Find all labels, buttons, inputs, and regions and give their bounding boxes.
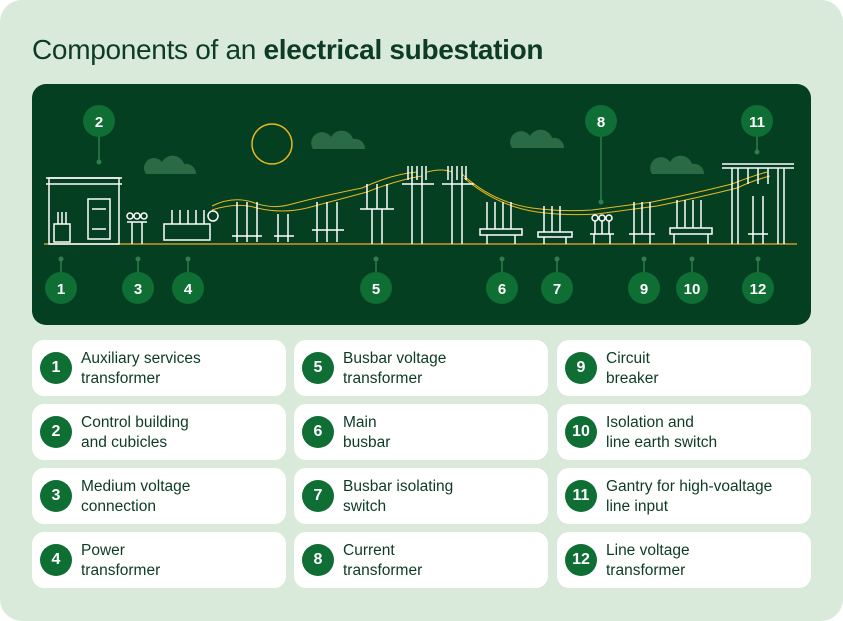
top-marker-11: 11 [741, 105, 773, 137]
legend-number-badge: 12 [565, 544, 597, 576]
busbar-voltage-transformer-icon [360, 184, 394, 244]
legend-number-badge: 10 [565, 416, 597, 448]
clouds [144, 129, 705, 174]
legend-number-badge: 3 [40, 480, 72, 512]
svg-text:10: 10 [684, 281, 701, 298]
legend-number-badge: 6 [302, 416, 334, 448]
svg-text:3: 3 [134, 281, 142, 298]
substation-diagram: 2 8 11 1 3 4 [32, 84, 811, 325]
svg-text:5: 5 [372, 281, 380, 298]
bottom-marker-3: 3 [122, 272, 154, 304]
cloud-middle [311, 130, 366, 149]
bottom-marker-1: 1 [45, 272, 77, 304]
svg-text:9: 9 [640, 281, 648, 298]
legend-number-badge: 2 [40, 416, 72, 448]
isolation-switch-icon [669, 200, 713, 244]
title-bold: electrical subestation [263, 34, 544, 65]
control-building-icon [46, 177, 122, 245]
bottom-marker-9: 9 [628, 272, 660, 304]
switchgear-left-icon [232, 202, 344, 242]
svg-text:12: 12 [750, 281, 767, 298]
cloud-far-right [650, 155, 705, 174]
cloud-left [144, 155, 197, 174]
wires [211, 169, 771, 216]
bottom-marker-4: 4 [172, 272, 204, 304]
bottom-marker-7: 7 [541, 272, 573, 304]
top-marker-2: 2 [83, 105, 115, 137]
svg-text:2: 2 [95, 114, 103, 131]
bottom-marker-10: 10 [676, 272, 708, 304]
svg-text:4: 4 [184, 281, 193, 298]
top-marker-8: 8 [585, 105, 617, 137]
legend-number-badge: 5 [302, 352, 334, 384]
current-transformer-icon [590, 214, 614, 244]
main-busbar-icon [479, 202, 523, 244]
svg-text:6: 6 [498, 281, 506, 298]
line-voltage-transformer-icon [748, 196, 768, 244]
bottom-marker-6: 6 [486, 272, 518, 304]
power-transformer-icon [163, 210, 219, 241]
svg-text:7: 7 [553, 281, 561, 298]
legend-number-badge: 11 [565, 480, 597, 512]
busbar-gantry-icon [402, 166, 474, 244]
legend-number-badge: 8 [302, 544, 334, 576]
bottom-marker-5: 5 [360, 272, 392, 304]
legend-number-badge: 4 [40, 544, 72, 576]
legend-number-badge: 9 [565, 352, 597, 384]
sun-icon [251, 123, 293, 165]
svg-text:1: 1 [57, 281, 65, 298]
page-title: Components of an electrical subestation [32, 34, 544, 66]
medium-voltage-icon [126, 212, 148, 244]
busbar-isolating-switch-icon [537, 206, 573, 244]
svg-text:8: 8 [597, 114, 605, 131]
marker-dots [58, 149, 761, 262]
auxiliary-transformer-icon [53, 212, 71, 243]
legend-number-badge: 1 [40, 352, 72, 384]
legend-number-badge: 7 [302, 480, 334, 512]
svg-text:11: 11 [749, 114, 765, 131]
title-regular: Components of an [32, 34, 257, 65]
substation-illustration: 2 8 11 1 3 4 [44, 105, 797, 304]
marker-connectors [60, 136, 759, 272]
bottom-marker-12: 12 [742, 272, 774, 304]
cloud-right [510, 129, 565, 148]
high-voltage-gantry-icon [722, 163, 794, 244]
circuit-breaker-icon [629, 202, 655, 244]
